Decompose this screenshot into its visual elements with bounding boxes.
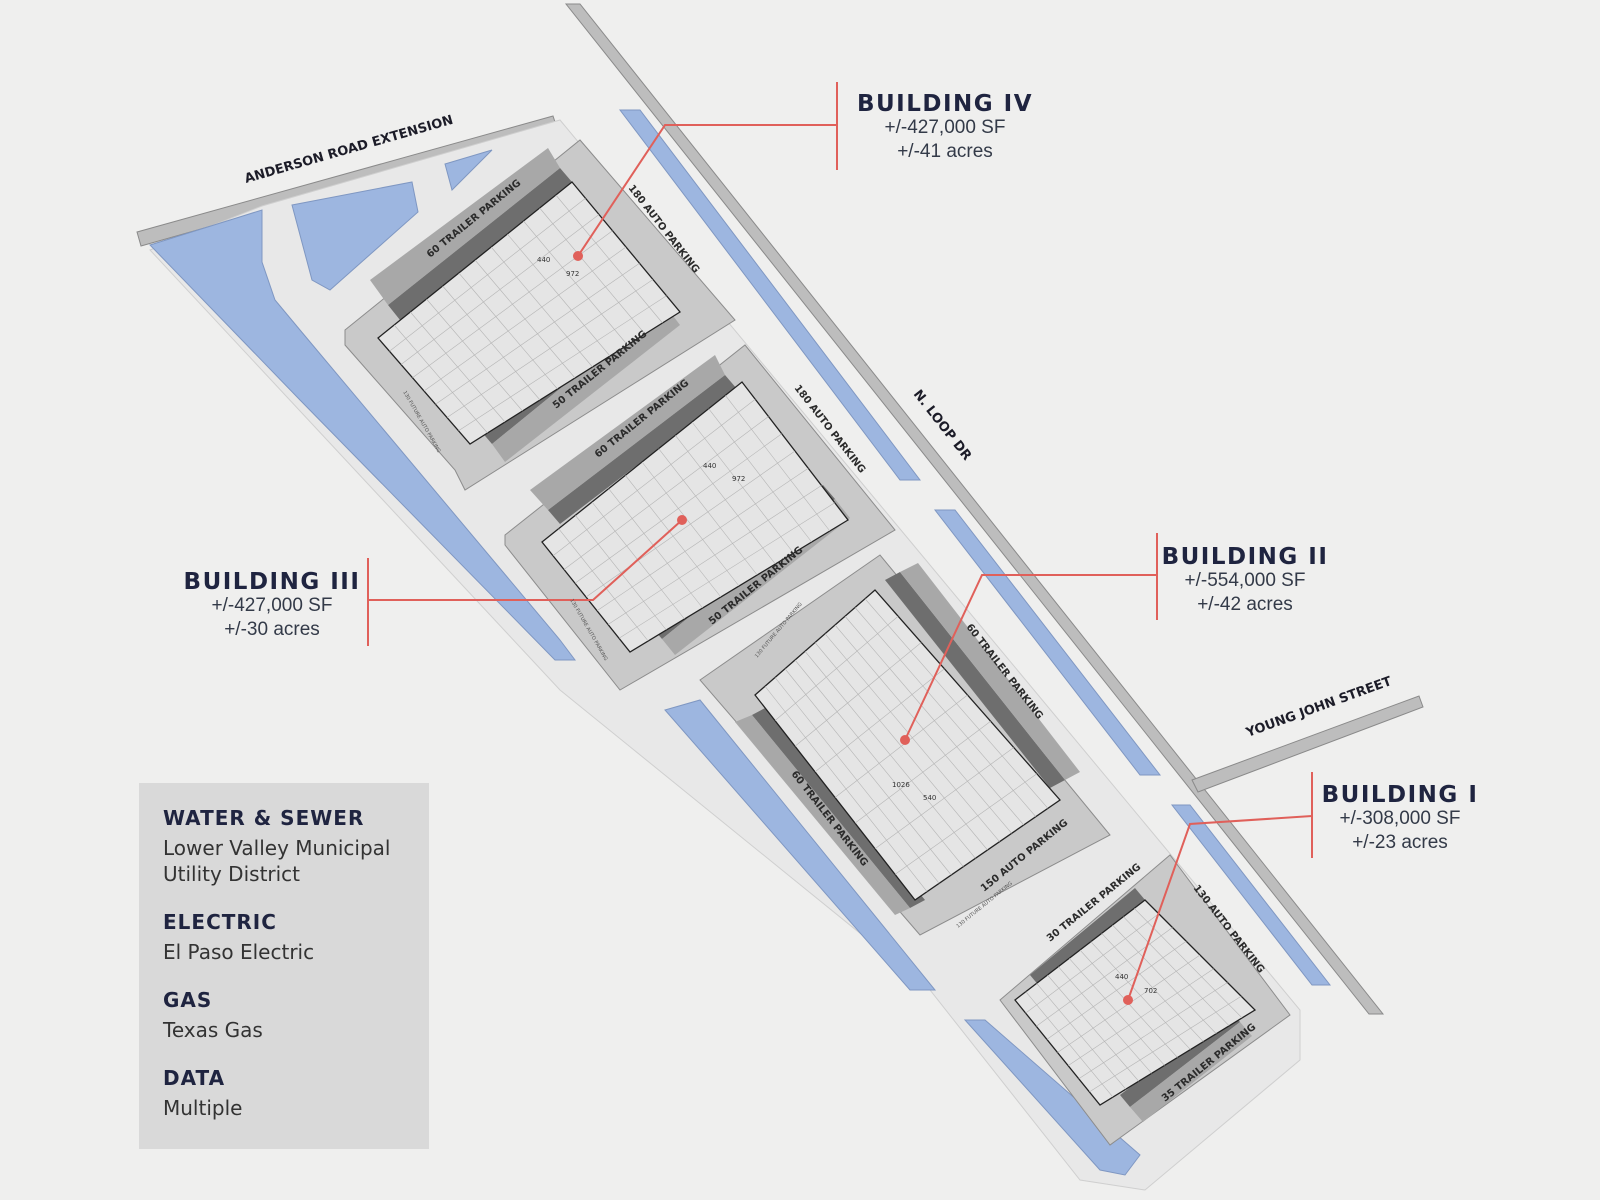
building-iii-sf: +/-427,000 SF — [211, 595, 333, 616]
grid-line — [423, 246, 627, 392]
n-loop-road — [564, 3, 1385, 1015]
building-iv-sf: +/-427,000 SF — [884, 117, 1006, 138]
b3-dim-a: 440 — [703, 462, 716, 470]
building-i-sf: +/-308,000 SF — [1339, 808, 1461, 829]
b3-dock-top — [548, 375, 737, 524]
grid-line — [458, 295, 667, 432]
gas-heading: GAS — [163, 988, 213, 1012]
pond-sw — [664, 699, 937, 991]
grid-line — [563, 416, 769, 570]
young-john-road-label: YOUNG JOHN STREET — [1243, 674, 1394, 741]
electric-heading: ELECTRIC — [163, 910, 277, 934]
electric-value: El Paso Electric — [163, 940, 315, 964]
b4-dim-b: 972 — [566, 270, 579, 278]
pond-nw-1 — [291, 181, 419, 291]
grid-line — [607, 485, 822, 625]
n-loop-road-label: N. LOOP DR — [910, 387, 974, 463]
b4-dim-a: 440 — [537, 256, 550, 264]
callout-dots — [573, 251, 1133, 1005]
parking-fields — [370, 148, 1252, 1122]
building-iv-callout: BUILDING IV +/-427,000 SF +/-41 acres — [845, 92, 1045, 164]
grid-line — [1078, 982, 1228, 1080]
water-sewer-heading: WATER & SEWER — [163, 806, 365, 830]
building-i-callout: BUILDING I +/-308,000 SF +/-23 acres — [1300, 783, 1500, 855]
grid-line — [552, 399, 756, 556]
young-john-road — [1191, 695, 1424, 793]
callout-line-iii — [368, 519, 683, 601]
callout-dot-ii — [900, 735, 910, 745]
building-iv-acres: +/-41 acres — [897, 141, 993, 162]
grid-line — [389, 198, 586, 352]
b2-right-field — [900, 563, 1080, 780]
b1-dim-a: 440 — [1115, 973, 1128, 981]
grid-line — [874, 747, 1014, 849]
utility-panel: WATER & SEWER Lower Valley Municipal Uti… — [139, 783, 429, 1149]
b1-dock-top — [1030, 888, 1145, 987]
pond-east-2 — [933, 509, 1162, 776]
callout-lines — [367, 82, 1313, 1001]
callout-line-i — [1127, 815, 1313, 1001]
grid-line — [1046, 941, 1187, 1040]
grid-line — [618, 502, 835, 639]
building-ii-sf: +/-554,000 SF — [1184, 570, 1306, 591]
grid-line — [894, 773, 1038, 875]
building-ii-title: BUILDING II — [1161, 544, 1329, 570]
building-iii-acres: +/-30 acres — [224, 619, 320, 640]
building-ii-acres: +/-42 acres — [1197, 594, 1293, 615]
grid-line — [400, 214, 600, 365]
b2-left-field — [735, 715, 910, 915]
b3-dim-b: 972 — [732, 475, 745, 483]
b1-dim-b: 702 — [1144, 987, 1157, 995]
west-pond — [149, 209, 576, 661]
building-iii-title: BUILDING III — [183, 569, 361, 595]
building-i-acres: +/-23 acres — [1352, 832, 1448, 853]
b4-trailer-field — [370, 148, 560, 305]
building-iv-title: BUILDING IV — [856, 91, 1034, 117]
buildings — [377, 181, 1257, 1106]
gas-value: Texas Gas — [163, 1018, 263, 1042]
pond-nw-2 — [444, 149, 493, 191]
grid-line — [1025, 913, 1159, 1014]
grid-line — [585, 450, 796, 598]
callout-dot-iii — [677, 515, 687, 525]
callout-dot-iv — [573, 251, 583, 261]
b3-upper-field — [530, 355, 725, 510]
grid-line — [596, 468, 809, 611]
grid-line — [435, 263, 640, 405]
callout-line-ii — [904, 574, 1157, 741]
water-sewer-value: Lower Valley Municipal Utility District — [163, 836, 391, 886]
data-heading: DATA — [163, 1066, 226, 1090]
building-i-title: BUILDING I — [1321, 782, 1479, 808]
building-grid — [389, 194, 1243, 1098]
b4-lower-field — [492, 304, 680, 462]
building-iii-callout: BUILDING III +/-427,000 SF +/-30 acres — [172, 570, 372, 642]
building-ii-callout: BUILDING II +/-554,000 SF +/-42 acres — [1145, 545, 1345, 617]
callout-dot-i — [1123, 995, 1133, 1005]
grid-line — [1089, 995, 1242, 1093]
grid-line — [1036, 927, 1173, 1027]
pond-south — [963, 1019, 1141, 1176]
b4-dock-top — [388, 168, 572, 320]
b2-dock-right — [885, 572, 1065, 788]
grid-line — [574, 433, 782, 584]
callout-line-iv — [577, 124, 837, 257]
grid-line — [1067, 968, 1214, 1066]
grid-line — [814, 668, 945, 773]
grid-line — [794, 642, 922, 747]
b2-dim-b: 540 — [923, 794, 936, 802]
detention-ponds — [149, 109, 1332, 1176]
grid-line — [834, 694, 968, 798]
pond-east-1 — [618, 109, 922, 481]
data-value: Multiple — [163, 1096, 243, 1120]
b2-dim-a: 1026 — [892, 781, 910, 789]
grid-line — [446, 279, 654, 418]
pond-east-3 — [1170, 804, 1332, 986]
grid-line — [774, 616, 899, 721]
grid-line — [854, 721, 991, 824]
b1-lower-field — [1130, 1022, 1252, 1122]
